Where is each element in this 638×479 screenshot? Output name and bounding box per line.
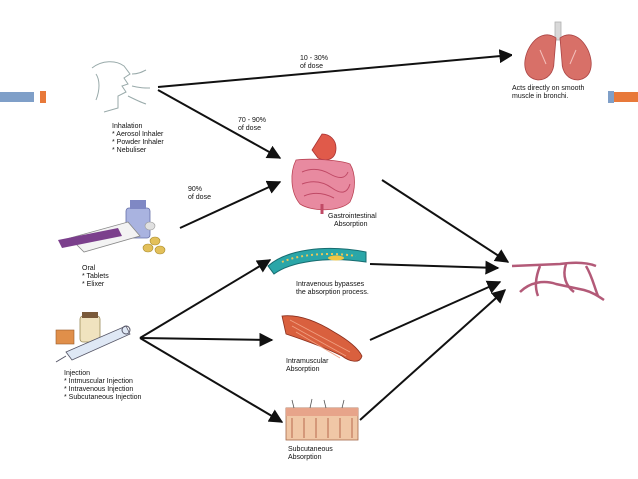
iv-line: Intravenous bypasses [296, 281, 365, 288]
im-line: Intramuscular [286, 358, 329, 365]
arrow-inhalation-to-lungs [157, 49, 514, 88]
arrow-oral-to-gi [179, 180, 282, 229]
muscle-tissue-icon [281, 315, 363, 362]
im-line: Absorption [286, 366, 320, 373]
inhalation-route-label: Inhalation * Aerosol Inhaler * Powder In… [112, 123, 164, 155]
arrow-sc-to-capillaries [359, 289, 507, 421]
digestive-system-icon [291, 133, 355, 214]
accent-bar-left [0, 92, 34, 102]
edge-label-inhalation-lungs: 10 - 30% of dose [300, 55, 328, 71]
oral-title: Oral [82, 265, 96, 272]
accent-bar-right-tip [608, 91, 614, 103]
arrow-im-to-capillaries [369, 280, 502, 341]
injection-item: * Intravenous Injection [64, 386, 134, 393]
injection-route-label: Injection * Intmuscular Injection * Intr… [64, 370, 141, 402]
gi-target-label: Gastrointestinal Absorption [328, 213, 377, 229]
dose-percent: 70 - 90% [238, 117, 267, 124]
arrow-gi-to-capillaries [381, 179, 510, 263]
edge-label-oral-gi: 90% of dose [188, 186, 211, 202]
face-inhaling-icon [91, 61, 151, 113]
oral-item: * Tablets [82, 273, 109, 280]
dose-percent: 10 - 30% [300, 55, 329, 62]
inhalation-item: * Powder Inhaler [112, 139, 164, 146]
arrow-injection-to-im [139, 332, 274, 347]
arrows [139, 49, 514, 423]
inhalation-title: Inhalation [112, 123, 143, 130]
pills-and-bottle-icon [58, 200, 166, 255]
inhalation-item: * Nebuliser [112, 147, 147, 154]
injection-item: * Intmuscular Injection [64, 378, 133, 385]
lungs-line: muscle in bronchi. [512, 93, 569, 100]
accent-bar-right [614, 92, 638, 102]
blood-vessel-icon [267, 247, 367, 275]
injection-item: * Subcutaneous Injection [64, 394, 142, 401]
iv-line: the absorption process. [296, 289, 369, 296]
dose-percent: 90% [188, 186, 203, 193]
iv-target-label: Intravenous bypasses the absorption proc… [296, 281, 369, 297]
inhalation-item: * Aerosol Inhaler [112, 131, 164, 138]
im-target-label: Intramuscular Absorption [286, 358, 328, 374]
sc-line: Subcutaneous [288, 446, 333, 453]
gi-line: Absorption [334, 221, 368, 228]
capillary-network-icon [511, 261, 605, 302]
accent-bar-left-tip [40, 91, 46, 103]
syringe-and-vial-icon [55, 312, 131, 363]
dose-unit: of dose [238, 125, 261, 132]
dose-unit: of dose [300, 63, 323, 70]
skin-layer-icon [285, 398, 359, 441]
oral-route-label: Oral * Tablets * Elixer [82, 265, 109, 289]
arrow-injection-to-sc [139, 337, 284, 423]
dose-unit: of dose [188, 194, 211, 201]
edge-label-inhalation-gi: 70 - 90% of dose [238, 117, 266, 133]
gi-line: Gastrointestinal [328, 213, 377, 220]
arrow-inhalation-to-gi [157, 89, 282, 159]
arrow-injection-to-iv [139, 259, 272, 339]
lungs-line: Acts directly on smooth [512, 85, 585, 92]
sc-line: Absorption [288, 454, 322, 461]
lungs-icon [512, 15, 606, 85]
sc-target-label: Subcutaneous Absorption [288, 446, 333, 462]
lungs-target-label: Acts directly on smooth muscle in bronch… [512, 85, 584, 101]
oral-item: * Elixer [82, 281, 105, 288]
injection-title: Injection [64, 370, 91, 377]
arrow-iv-to-capillaries [369, 260, 500, 275]
